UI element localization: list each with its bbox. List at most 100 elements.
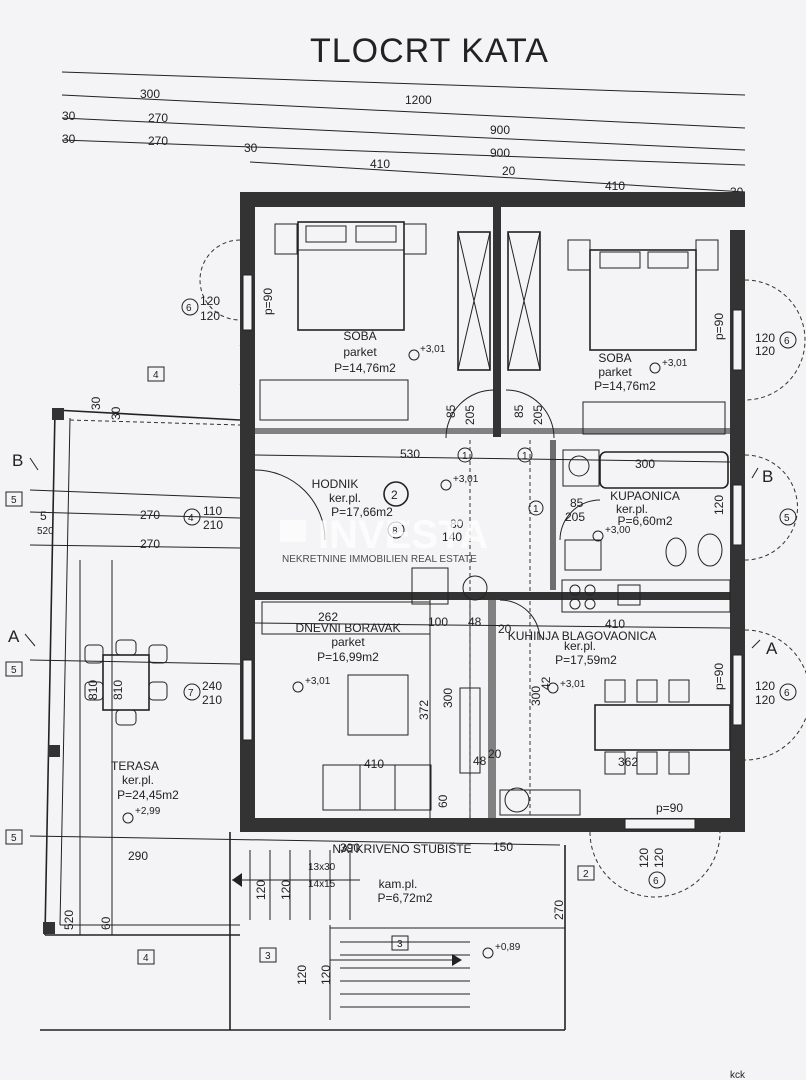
marker-6: 6: [784, 336, 790, 347]
room-area: P=6,72m2: [377, 891, 432, 905]
dimension-label: 205: [531, 405, 545, 425]
dimension-label: 85: [570, 496, 584, 510]
room-floor: ker.pl.: [329, 491, 361, 505]
dimension-label: 390: [340, 841, 360, 855]
dimension-label: 100: [428, 615, 448, 629]
dimension-label: 262: [318, 610, 338, 624]
dimension-label: 410: [364, 757, 384, 771]
marker-3: 3: [397, 939, 403, 950]
section-b-right: B: [762, 467, 773, 486]
bathroom-fixtures: [562, 449, 729, 571]
room-floor: parket: [343, 345, 377, 359]
dimension-label: 85: [444, 404, 458, 418]
dimension-label: 120: [319, 965, 333, 985]
marker-6: 6: [186, 303, 192, 314]
room-floor: ker.pl.: [122, 773, 154, 787]
room-area: P=6,60m2: [617, 514, 672, 528]
dim-300: 300: [140, 87, 160, 101]
dimension-label: 140: [442, 530, 462, 544]
marker-5: 5: [11, 833, 17, 844]
terrace-outline: [43, 408, 241, 936]
dim-1200: 1200: [405, 93, 432, 107]
section-a-right: A: [766, 639, 778, 658]
watermark-text: INVESTA: [318, 513, 488, 557]
dimension-label: p=90: [261, 288, 275, 315]
plan-title: TLOCRT KATA: [310, 32, 549, 70]
dimension-label: 110: [203, 504, 222, 518]
stair-steps-2: 14x15: [308, 879, 336, 890]
dim-410b: 410: [605, 179, 625, 193]
room-name: HODNIK: [312, 477, 359, 491]
room-name: SOBA: [343, 329, 376, 343]
dimension-label: p=90: [656, 801, 683, 815]
dimension-label: 120: [755, 344, 775, 358]
level-symbols: [122, 349, 661, 959]
dimension-label: 120: [652, 848, 666, 868]
room-floor: kam.pl.: [379, 877, 418, 891]
top-dimension-lines: 300 1200 30 270 900 30 270 30 900 410 20…: [61, 71, 746, 199]
dimension-label: 20: [498, 622, 512, 636]
dim-30a: 30: [62, 109, 76, 123]
marker-2: 2: [391, 488, 398, 502]
dimension-label: 810: [111, 680, 125, 700]
dimension-label: 120: [755, 679, 775, 693]
room-name: KUPAONICA: [610, 489, 680, 503]
dimension-label: 120: [295, 965, 309, 985]
dimension-label: 290: [128, 849, 148, 863]
dimension-label: 120: [637, 848, 651, 868]
dim-900b: 900: [490, 146, 510, 160]
watermark: INVESTA NEKRETNINE IMMOBILIEN REAL ESTAT…: [280, 513, 488, 565]
dimension-label: 48: [473, 754, 487, 768]
room-floor: ker.pl.: [616, 502, 648, 516]
reference-markers: 6 6 5 6 6 4 7 8 2 1 1 1 4 4 5 5 5 2 3: [5, 298, 797, 965]
room-name: NATKRIVENO STUBIŠTE: [332, 841, 471, 856]
dimension-label: 5: [40, 509, 47, 523]
room-name: KUHINJA BLAGOVAONICA: [508, 629, 656, 643]
room-area: P=17,59m2: [555, 653, 617, 667]
dimension-label: p=90: [712, 663, 726, 690]
room-level: +3,01: [420, 344, 446, 355]
dimension-label: 240: [202, 679, 222, 693]
marker-4: 4: [143, 953, 149, 964]
dimension-label: 120: [200, 294, 220, 308]
bed-right: [567, 239, 719, 351]
dimension-label: 520: [62, 910, 76, 930]
dimension-label: 300: [635, 457, 655, 471]
marker-8: 8: [392, 526, 398, 537]
room-floor: parket: [598, 365, 632, 379]
walls: [240, 192, 745, 832]
internal-dimension-lines: [29, 419, 731, 935]
dimension-label: 520: [37, 526, 54, 537]
marker-6: 6: [653, 876, 659, 887]
dimension-label: 410: [605, 617, 625, 631]
room-labels: SOBA parket P=14,76m2 +3,01 SOBA parket …: [111, 329, 688, 953]
section-marks: B B A A: [8, 451, 778, 658]
terrace-table: [84, 639, 168, 726]
dimension-label: 205: [565, 510, 585, 524]
dimension-label: 372: [417, 700, 431, 720]
room-level: +3,00: [605, 525, 631, 536]
marker-3: 3: [265, 951, 271, 962]
section-b-left: B: [12, 451, 23, 470]
dimension-label: 60: [99, 916, 113, 930]
room-level: +3,01: [560, 679, 586, 690]
room-area: P=24,45m2: [117, 788, 179, 802]
watermark-subtext: NEKRETNINE IMMOBILIEN REAL ESTATE: [282, 554, 477, 565]
dimension-label: 210: [202, 693, 222, 707]
dimension-label: 120: [712, 495, 726, 515]
room-floor: parket: [331, 635, 365, 649]
dim-30c: 30: [244, 141, 258, 155]
dimension-label: 150: [493, 840, 513, 854]
room-area: P=14,76m2: [594, 379, 656, 393]
dimension-label: 210: [203, 518, 223, 532]
dimension-label: 120: [254, 880, 268, 900]
dimension-label: 20: [488, 747, 502, 761]
room-name: SOBA: [598, 351, 631, 365]
room-level: +3,01: [305, 676, 331, 687]
dimension-label: 530: [400, 447, 420, 461]
marker-2: 2: [583, 869, 589, 880]
dimension-label: 270: [140, 537, 160, 551]
stair-steps-1: 13x30: [308, 862, 336, 873]
dimension-label: 810: [86, 680, 100, 700]
